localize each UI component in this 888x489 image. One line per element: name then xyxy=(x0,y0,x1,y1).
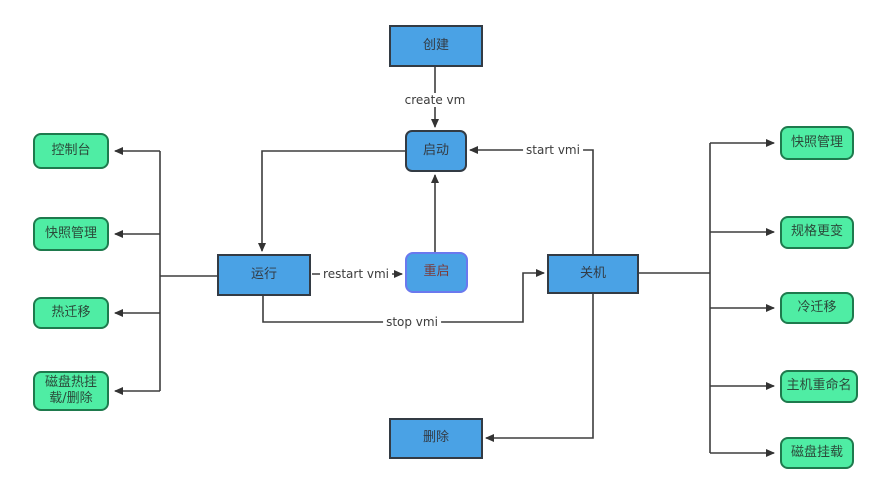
edge-shutdown-to-delete xyxy=(485,294,594,442)
state-node-delete: 删除 xyxy=(389,418,483,459)
edge-label-stop-vmi: stop vmi xyxy=(383,315,441,329)
action-node-hot-migration: 热迁移 xyxy=(33,297,109,329)
action-node-spec-change: 规格更变 xyxy=(780,216,854,249)
action-node-snapshot-left: 快照管理 xyxy=(33,217,109,251)
edge-label-start-vmi: start vmi xyxy=(523,143,583,157)
state-node-shutdown: 关机 xyxy=(547,254,639,294)
edge-shutdown-to-start xyxy=(469,146,594,254)
state-node-start: 启动 xyxy=(405,130,467,172)
action-node-host-rename: 主机重命名 xyxy=(780,370,858,403)
action-node-console: 控制台 xyxy=(33,133,109,169)
state-node-create: 创建 xyxy=(389,25,483,67)
action-node-disk-hot-mount: 磁盘热挂 载/删除 xyxy=(33,371,109,411)
edge-start-to-run xyxy=(258,150,405,252)
edge-run-to-shutdown xyxy=(262,269,545,323)
state-node-run: 运行 xyxy=(217,254,311,296)
edge-label-create-vm: create vm xyxy=(401,93,469,107)
action-node-snapshot-right: 快照管理 xyxy=(780,126,854,160)
action-node-cold-migration: 冷迁移 xyxy=(780,292,854,324)
action-node-disk-mount: 磁盘挂载 xyxy=(780,437,854,469)
edge-label-restart-vmi: restart vmi xyxy=(320,267,392,281)
state-node-restart: 重启 xyxy=(405,252,468,293)
